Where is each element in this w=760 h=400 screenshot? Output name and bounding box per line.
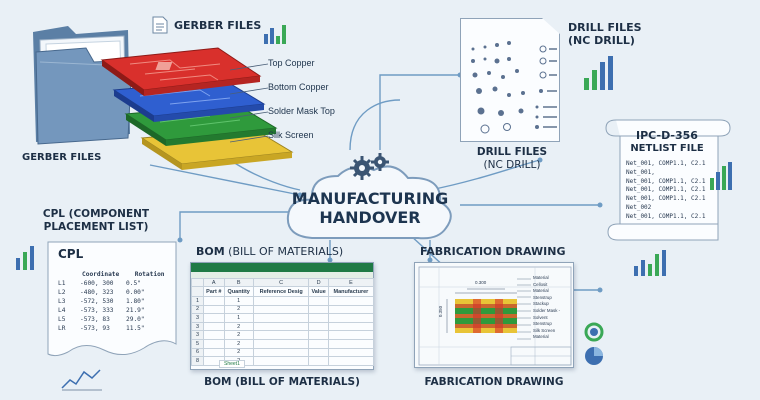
netlist-line: Net_001, COMP1.1, C2.1 bbox=[626, 186, 706, 194]
stackup-layers bbox=[455, 299, 517, 333]
cpl-col-coordinate: Coordinate bbox=[82, 271, 120, 278]
cpl-line-chart-icon bbox=[61, 369, 102, 391]
netlist-scroll bbox=[605, 119, 731, 241]
bom-header-value: Value bbox=[308, 286, 329, 297]
fab-stackup-drawing bbox=[418, 266, 572, 366]
bom-ribbon bbox=[191, 263, 373, 272]
drill-title-line2: (NC DRILL) bbox=[568, 34, 635, 47]
netlist-line: Net_001, COMP1.1, C2.1 bbox=[626, 177, 706, 185]
bom-sheet-tab[interactable]: Sheet1 bbox=[219, 360, 245, 368]
bom-title: BOM (BILL OF MATERIALS) bbox=[196, 246, 343, 258]
cpl-col-rotation: Rotation bbox=[134, 271, 165, 278]
gerber-layer-stack bbox=[100, 47, 294, 170]
netlist-chart-icon-bottom bbox=[634, 250, 666, 276]
fab-label: FABRICATION DRAWING bbox=[424, 376, 564, 388]
drill-hole-pattern bbox=[471, 41, 557, 134]
cpl-label-line2: PLACEMENT LIST) bbox=[43, 221, 149, 233]
drill-label-line1: DRILL FILES bbox=[476, 146, 548, 158]
drill-chart-icon bbox=[584, 56, 613, 90]
netlist-title-line1: IPC-D-356 bbox=[636, 129, 698, 142]
hub-title-line1: MANUFACTURING bbox=[291, 189, 449, 208]
drill-title-line1: DRILL FILES bbox=[568, 21, 642, 34]
hub-cloud bbox=[286, 165, 452, 240]
netlist-line: Net_001, COMP1.1, C2.1 bbox=[626, 195, 706, 203]
bom-title-rest: (BILL OF MATERIALS) bbox=[224, 245, 344, 258]
bom-table: A B C D E Part # Quantity Reference Desi… bbox=[191, 278, 375, 366]
netlist-line: Net_002 bbox=[626, 203, 652, 211]
gerber-doc-icon bbox=[152, 16, 168, 34]
fab-pie-icons bbox=[584, 322, 604, 365]
netlist-lines: Net_001, COMP1.1, C2.1 Net_001, Net_001,… bbox=[626, 160, 705, 222]
bom-spreadsheet: A B C D E Part # Quantity Reference Desi… bbox=[190, 262, 375, 370]
cpl-label-line1: CPL (COMPONENT bbox=[42, 208, 150, 220]
cpl-chart-icon-left bbox=[16, 246, 34, 270]
netlist-line: Net_001, COMP1.1, C2.1 bbox=[626, 212, 706, 220]
fab-title: FABRICATION DRAWING bbox=[420, 245, 566, 258]
drill-label-line2: (NC DRILL) bbox=[483, 159, 541, 171]
bom-header-qty: Quantity bbox=[223, 286, 254, 297]
layer-leader-lines bbox=[230, 63, 269, 143]
netlist-title-line2: NETLIST FILE bbox=[630, 143, 704, 154]
layer-label-bottom-copper: Bottom Copper bbox=[268, 82, 329, 92]
fab-dim-side: 0.350 bbox=[438, 305, 444, 318]
netlist-chart-icon-top bbox=[710, 162, 732, 190]
layer-label-top-copper: Top Copper bbox=[268, 58, 315, 68]
netlist-line: Net_001, COMP1.1, C2.1 bbox=[626, 160, 706, 167]
bom-header-mfr: Manufacturer bbox=[327, 286, 375, 297]
layer-label-silk-screen: Silk Screen bbox=[268, 130, 314, 140]
fab-dim-top: 0.300 bbox=[475, 280, 487, 285]
netlist-line: Net_001, bbox=[626, 168, 655, 176]
drill-file-document bbox=[460, 18, 560, 142]
bom-header-part: Part # bbox=[203, 286, 225, 297]
gerber-chart-icon bbox=[264, 25, 286, 44]
layer-label-solder-mask: Solder Mask Top bbox=[268, 106, 335, 116]
bom-header-ref: Reference Desig bbox=[252, 286, 310, 297]
bom-label: BOM (BILL OF MATERIALS) bbox=[204, 376, 360, 388]
hub-title-line2: HANDOVER bbox=[319, 208, 421, 227]
bom-title-bold: BOM bbox=[196, 245, 225, 258]
folder-icon bbox=[33, 26, 133, 145]
cpl-document bbox=[47, 241, 177, 357]
gerber-title: GERBER FILES bbox=[174, 19, 262, 32]
gears-icon bbox=[350, 153, 389, 180]
cpl-doc-title: CPL bbox=[58, 247, 84, 261]
gerber-folder-label: GERBER FILES bbox=[22, 152, 102, 163]
